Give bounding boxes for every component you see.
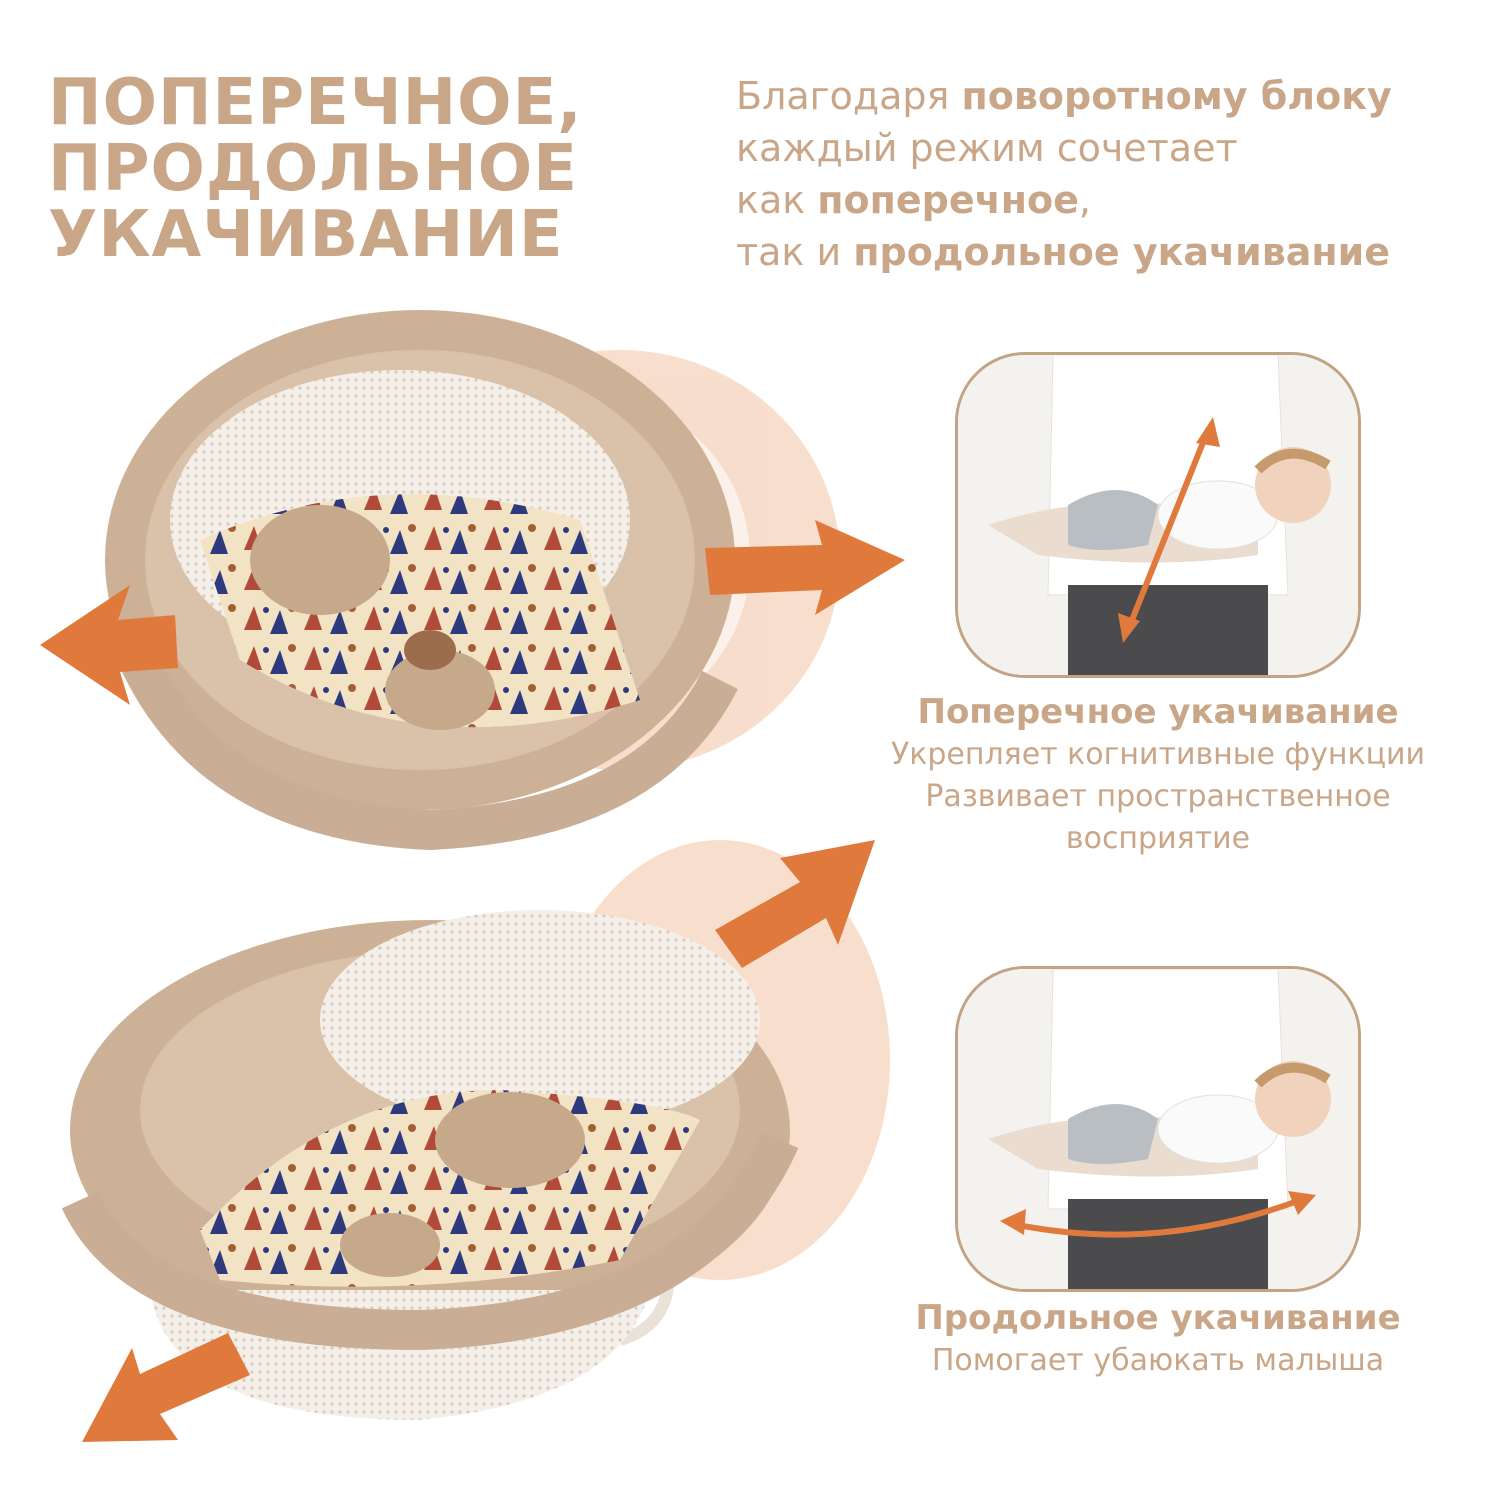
intro-line-2: каждый режим сочетает <box>736 122 1456 174</box>
arrow-down-left-bottom-icon <box>82 1333 250 1442</box>
intro-l3-plain: как <box>736 178 818 222</box>
caption-transverse-line-1: Укрепляет когнитивные функции <box>890 737 1426 772</box>
intro-l1-plain: Благодаря <box>736 74 962 118</box>
product-illustration <box>40 310 905 1442</box>
intro-l4-plain: так и <box>736 230 854 274</box>
caption-transverse: Поперечное укачивание Укрепляет когнитив… <box>848 690 1468 860</box>
mother-holding-baby-illustration <box>958 969 1358 1289</box>
page-title: ПОПЕРЕЧНОЕ, ПРОДОЛЬНОЕ УКАЧИВАНИЕ <box>48 70 648 268</box>
intro-line-4: так и продольное укачивание <box>736 226 1456 278</box>
bassinet-bottom <box>61 910 799 1420</box>
title-line-3: УКАЧИВАНИЕ <box>48 198 564 272</box>
photo-transverse <box>955 352 1361 678</box>
horizontal-motion-arrow-icon <box>1000 1191 1316 1238</box>
intro-l3-tail: , <box>1078 178 1091 222</box>
vertical-motion-arrow-icon <box>1118 417 1220 643</box>
caption-transverse-heading: Поперечное укачивание <box>917 692 1399 732</box>
caption-longitudinal: Продольное укачивание Помогает убаюкать … <box>848 1296 1468 1382</box>
arrow-up-right-bottom-icon <box>715 840 875 968</box>
intro-text: Благодаря поворотному блоку каждый режим… <box>736 70 1456 278</box>
mother-holding-baby-illustration <box>958 355 1358 675</box>
intro-line-3: как поперечное, <box>736 174 1456 226</box>
caption-longitudinal-line-1: Помогает убаюкать малыша <box>931 1343 1385 1378</box>
arrow-left-top-icon <box>40 585 178 705</box>
intro-l3-bold: поперечное <box>817 178 1079 222</box>
photo-longitudinal <box>955 966 1361 1292</box>
intro-line-1: Благодаря поворотному блоку <box>736 70 1456 122</box>
caption-transverse-line-3: восприятие <box>1065 821 1251 856</box>
intro-l2-plain: каждый режим сочетает <box>736 126 1238 170</box>
arrow-right-top-icon <box>705 520 905 615</box>
title-line-2: ПРОДОЛЬНОЕ <box>48 132 578 206</box>
caption-transverse-line-2: Развивает пространственное <box>925 779 1391 814</box>
title-line-1: ПОПЕРЕЧНОЕ, <box>48 66 583 140</box>
caption-longitudinal-heading: Продольное укачивание <box>915 1298 1401 1338</box>
intro-l1-bold: поворотному блоку <box>961 74 1392 118</box>
intro-l4-bold: продольное укачивание <box>853 230 1391 274</box>
bassinet-top <box>105 310 738 851</box>
